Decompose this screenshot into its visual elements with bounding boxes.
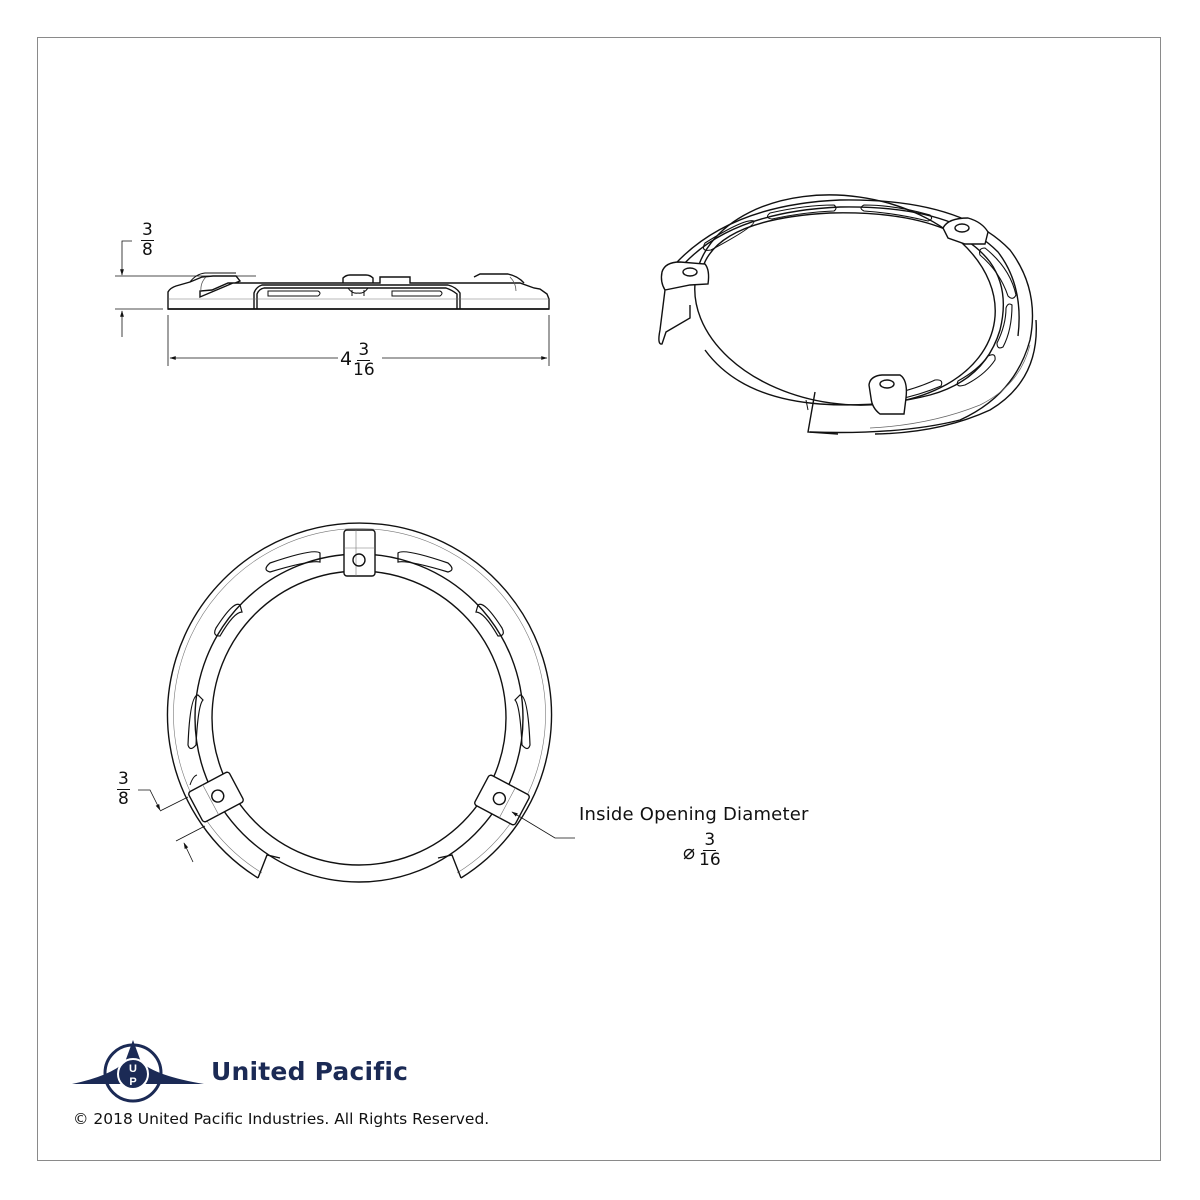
front-thickness-dimension: 3 8 [117, 771, 130, 808]
svg-text:U: U [129, 1063, 137, 1075]
diameter-symbol-icon: ⌀ [683, 840, 696, 864]
side-width-numerator: 3 [357, 340, 371, 361]
front-thickness-numerator: 3 [117, 769, 130, 790]
copyright-notice: © 2018 United Pacific Industries. All Ri… [73, 1110, 490, 1128]
front-view-dimensions [138, 789, 575, 863]
side-width-dimension: 3 16 [353, 342, 375, 379]
inside-opening-numerator: 3 [703, 830, 717, 851]
inside-opening-denominator: 16 [699, 850, 721, 870]
side-height-dimension: 3 8 [141, 222, 154, 259]
side-view-dimensions [115, 240, 550, 366]
united-pacific-logo-icon: U P [72, 1040, 204, 1103]
drawing-frame [37, 37, 1161, 1161]
side-height-numerator: 3 [141, 220, 154, 241]
side-height-denominator: 8 [142, 240, 153, 260]
inside-opening-dimension: 3 16 [699, 832, 721, 869]
side-view [167, 272, 550, 310]
front-view [166, 522, 553, 883]
front-thickness-denominator: 8 [118, 789, 129, 809]
side-width-whole: 4 [340, 348, 353, 370]
side-width-denominator: 16 [353, 360, 375, 380]
brand-name: United Pacific [211, 1057, 409, 1086]
svg-text:P: P [129, 1076, 136, 1088]
inside-opening-label: Inside Opening Diameter [579, 804, 809, 825]
isometric-view [658, 194, 1037, 435]
